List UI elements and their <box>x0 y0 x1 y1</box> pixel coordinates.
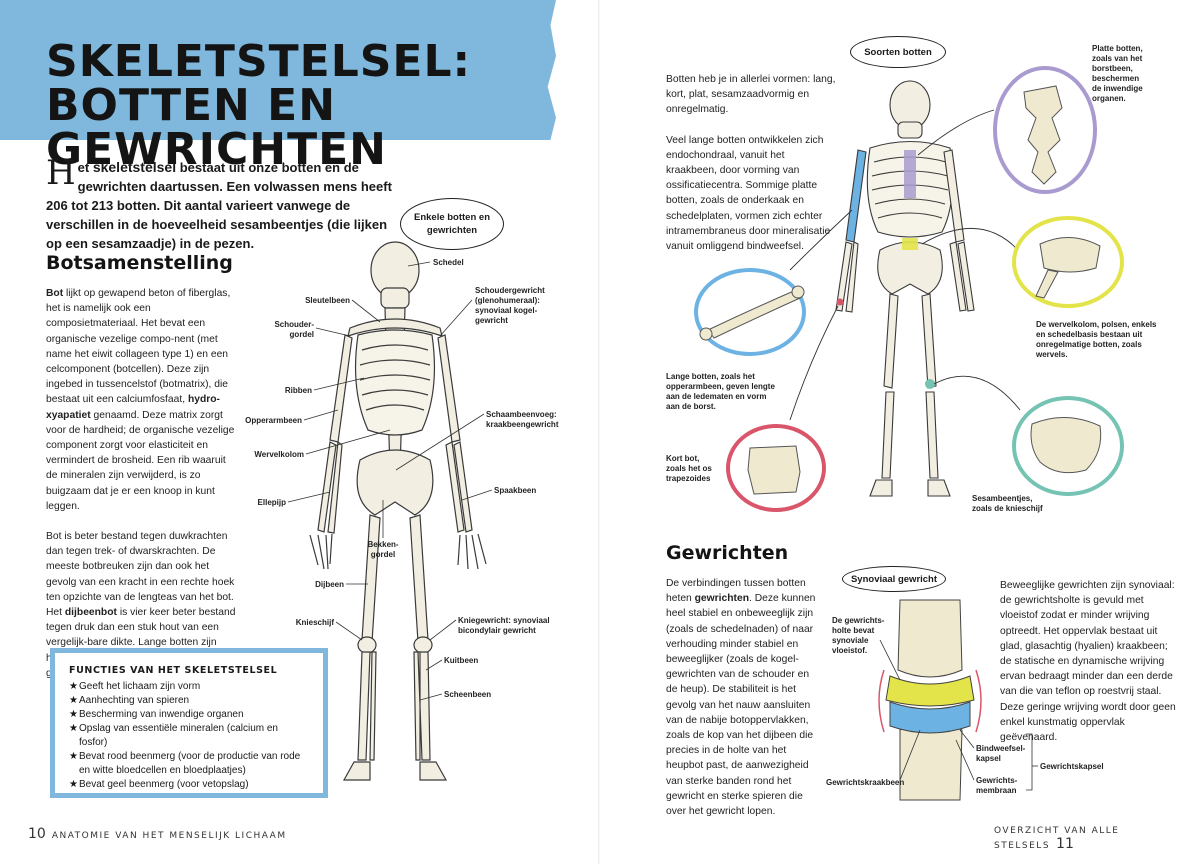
footer-left-text: Anatomie van het menselijk lichaam <box>51 831 287 841</box>
label-bindweefselkapsel: Bindweefsel- kapsel <box>976 744 1026 763</box>
bone-types-text: Botten heb je in allerlei vormen: lang, … <box>666 72 836 269</box>
function-text: Opslag van essentiële mineralen (calcium… <box>79 723 278 748</box>
function-item: ★Bevat geel beenmerg (voor vetopslag) <box>69 778 309 792</box>
label-platte-botten: Platte botten, zoals van het borstbeen, … <box>1092 44 1143 103</box>
star-icon: ★ <box>69 723 78 734</box>
label-sesambeentjes: Sesambeentjes, zoals de knieschijf <box>972 494 1043 513</box>
function-item: ★Aanhechting van spieren <box>69 694 309 708</box>
label-schoudergordel: Schouder- gordel <box>274 320 314 339</box>
para1-part-b: lijkt op gewapend beton of fiberglas, he… <box>46 288 231 406</box>
label-gewrichtskapsel: Gewrichtskapsel <box>1040 762 1104 771</box>
paragraph-1: Bot lijkt op gewapend beton of fiberglas… <box>46 286 236 514</box>
label-kuitbeen: Kuitbeen <box>444 656 479 665</box>
para1-part-d: genaamd. Deze matrix zorgt voor de hardh… <box>46 409 235 512</box>
label-gewrichtsholte: De gewrichts- holte bevat synoviale vloe… <box>832 616 885 655</box>
label-sleutelbeen: Sleutelbeen <box>305 296 350 305</box>
intro-post: bestaat uit onze botten en de gewrichten… <box>46 160 392 251</box>
gewrichten-text: De verbindingen tussen botten heten gewr… <box>666 576 816 834</box>
gew-part-a: De verbindingen tussen botten heten <box>666 578 806 605</box>
skeleton-illustration <box>309 241 487 781</box>
label-spaakbeen: Spaakbeen <box>494 486 537 495</box>
star-icon: ★ <box>69 779 78 790</box>
footer-right-text: Overzicht van alle stelsels <box>994 826 1120 851</box>
title-line-1: Skeletstelsel: <box>46 36 472 87</box>
label-ribben: Ribben <box>284 386 312 395</box>
page-number-right: 11 <box>1056 836 1074 852</box>
skeleton-oval-label: Enkele botten en gewrichten <box>400 198 504 250</box>
label-scheenbeen: Scheenbeen <box>444 690 492 699</box>
beweeglijk-text: Beweeglijke gewrichten zijn synoviaal: d… <box>1000 578 1176 760</box>
term-hydroxyapatiet: hydro-xyapatiet <box>46 394 220 421</box>
drop-cap: H <box>46 153 76 193</box>
functions-title: Functies van het skeletstelsel <box>69 665 278 676</box>
intro-term: skeletstelsel <box>92 159 177 175</box>
left-page: Skeletstelsel: botten en gewrichten Het … <box>0 0 600 842</box>
star-icon: ★ <box>69 751 78 762</box>
function-item: ★Bescherming van inwendige organen <box>69 708 309 722</box>
label-schaambeenvoeg: Schaambeenvoeg: kraakbeengewricht <box>486 410 559 429</box>
function-text: Bescherming van inwendige organen <box>79 709 244 720</box>
label-bekkengordel: Bekken- gordel <box>367 540 399 559</box>
function-text: Bevat geel beenmerg (voor vetopslag) <box>79 779 249 790</box>
soorten-botten-oval: Soorten botten <box>850 36 946 68</box>
title-banner <box>0 0 556 140</box>
function-text: Bevat rood beenmerg (voor de productie v… <box>79 751 301 776</box>
label-kniegewricht: Kniegewricht: synoviaal bicondylair gewr… <box>458 616 550 635</box>
label-gewrichtsmembraan: Gewrichts- membraan <box>976 776 1018 795</box>
star-icon: ★ <box>69 695 78 706</box>
joint-leader-lines <box>879 639 1038 791</box>
label-onregelmatig: De wervelkolom, polsen, enkels en schede… <box>1036 320 1157 359</box>
paragraph-1: Botten heb je in allerlei vormen: lang, … <box>666 74 836 116</box>
function-item: ★Opslag van essentiële mineralen (calciu… <box>69 722 309 750</box>
label-schedel: Schedel <box>433 258 464 267</box>
label-kort-bot: Kort bot, zoals het os trapezoides <box>666 454 712 483</box>
term-dijbeenbot: dijbeenbot <box>64 607 117 619</box>
paragraph-gewrichten: De verbindingen tussen botten heten gewr… <box>666 576 816 819</box>
function-text: Aanhechting van spieren <box>79 695 190 706</box>
gew-part-c: . Deze kunnen heel stabiel en onbeweegli… <box>666 593 816 818</box>
label-lange-botten: Lange botten, zoals het opperarmbeen, ge… <box>666 372 775 411</box>
title-line-2: botten en gewrichten <box>46 80 387 175</box>
page-title: Skeletstelsel: botten en gewrichten <box>46 40 600 172</box>
label-wervelkolom: Wervelkolom <box>254 450 304 459</box>
synoviaal-oval: Synoviaal gewricht <box>842 566 946 592</box>
label-gewrichtskraakbeen: Gewrichtskraakbeen <box>826 778 905 787</box>
star-icon: ★ <box>69 681 78 692</box>
label-knieschijf: Knieschijf <box>295 618 334 627</box>
function-item: ★Bevat rood beenmerg (voor de productie … <box>69 750 309 778</box>
function-text: Geeft het lichaam zijn vorm <box>79 681 201 692</box>
star-icon: ★ <box>69 709 78 720</box>
footer-left: 10 Anatomie van het menselijk lichaam <box>28 826 287 842</box>
footer-right: Overzicht van alle stelsels11 <box>994 826 1200 852</box>
paragraph-beweeglijk: Beweeglijke gewrichten zijn synoviaal: d… <box>1000 580 1176 744</box>
label-dijbeen: Dijbeen <box>315 580 344 589</box>
paragraph-2: Veel lange botten ontwikkelen zich endoc… <box>666 134 831 253</box>
function-item: ★Geeft het lichaam zijn vorm <box>69 680 309 694</box>
term-gewrichten: gewrichten <box>694 593 749 605</box>
section-heading-gewrichten: Gewrichten <box>666 542 789 564</box>
bone-types-illustration <box>694 66 1124 512</box>
functions-box: Functies van het skeletstelsel ★Geeft he… <box>50 648 328 798</box>
label-schoudergewricht: Schoudergewricht (glenohumeraal): synovi… <box>475 286 545 325</box>
section-heading-botsamenstelling: Botsamenstelling <box>46 252 233 274</box>
para2-part-a: Bot is beter bestand tegen duwkrachten d… <box>46 531 235 619</box>
term-bot: Bot <box>46 288 64 299</box>
label-ellepijp: Ellepijp <box>257 498 286 507</box>
skeleton-leader-lines <box>287 261 493 701</box>
label-opperarmbeen: Opperarmbeen <box>245 416 302 425</box>
right-page: Botten heb je in allerlei vormen: lang, … <box>600 0 1200 864</box>
intro-pre: et <box>77 160 93 175</box>
page-number-left: 10 <box>28 826 46 842</box>
